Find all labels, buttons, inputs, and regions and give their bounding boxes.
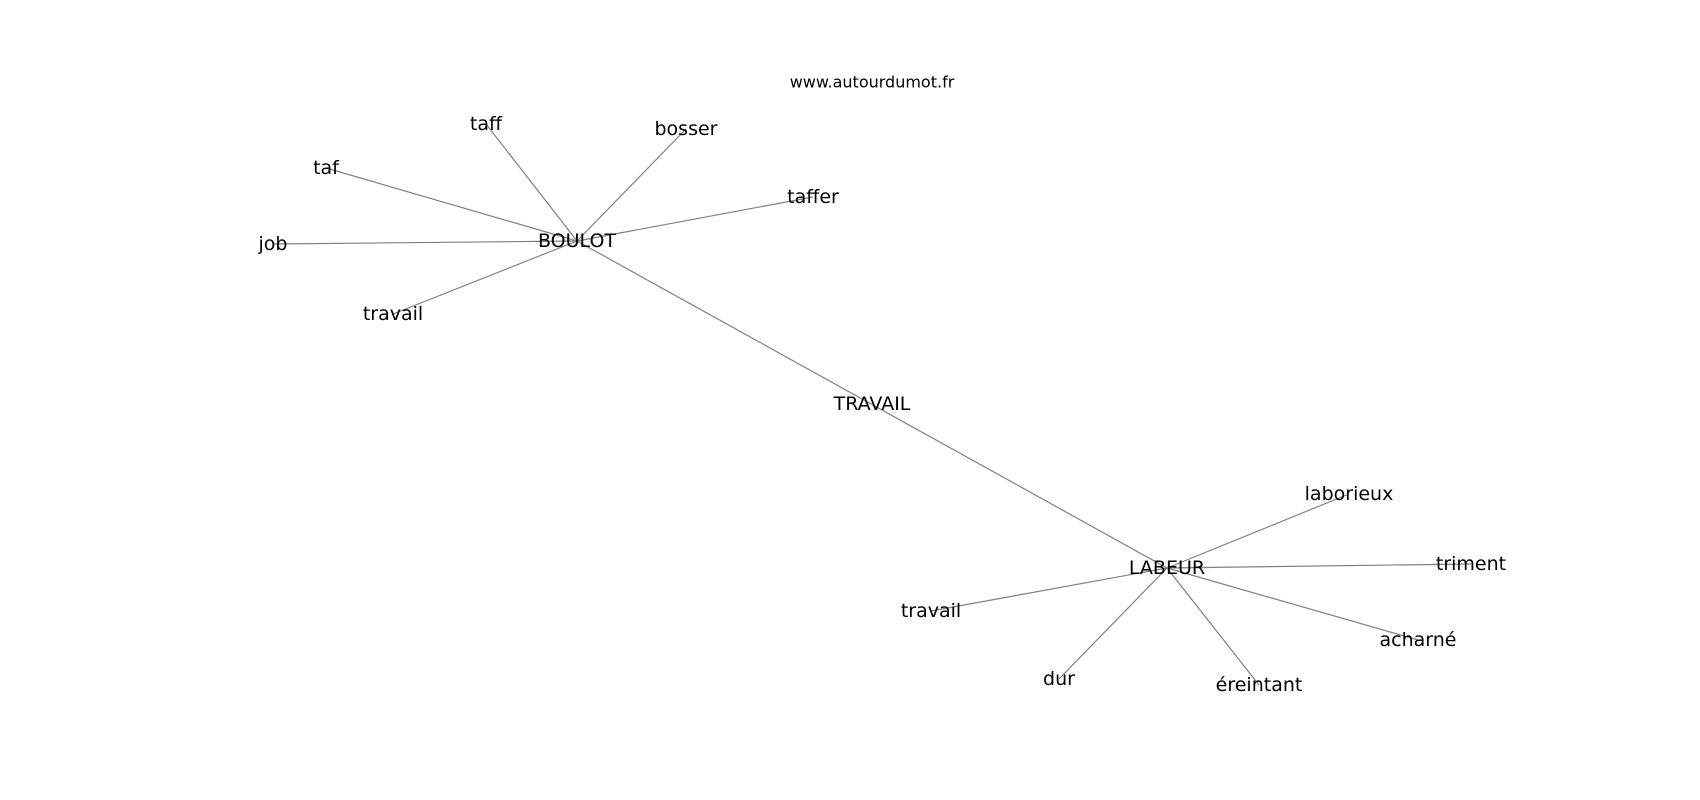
node-travail-l[interactable]: travail	[901, 600, 961, 622]
node-taff[interactable]: taff	[470, 113, 503, 135]
edge-boulot-travail_b	[392, 240, 578, 315]
edge-boulot-job	[272, 240, 578, 245]
graph-nodes: TRAVAIL BOULOT LABEUR taff bosser taf taffer jo…	[258, 113, 1507, 696]
edge-boulot-labeur	[576, 240, 1168, 569]
edge-boulot-taffer	[576, 196, 814, 242]
node-job[interactable]: job	[258, 233, 288, 255]
edge-labeur-ereintant	[1166, 567, 1260, 686]
edge-labeur-laborieux	[1166, 493, 1350, 569]
node-acharne[interactable]: acharné	[1380, 629, 1457, 651]
edge-labeur-dur	[1058, 567, 1168, 680]
node-laborieux[interactable]: laborieux	[1305, 483, 1394, 505]
graph-edges	[272, 123, 1472, 686]
edge-boulot-taf	[325, 167, 578, 242]
node-bosser[interactable]: bosser	[655, 118, 718, 140]
node-triment[interactable]: triment	[1436, 553, 1506, 575]
node-travail-b[interactable]: travail	[363, 303, 423, 325]
edge-boulot-bosser	[576, 128, 687, 242]
edge-boulot-taff	[485, 123, 578, 242]
node-taf[interactable]: taf	[313, 157, 340, 179]
node-taffer[interactable]: taffer	[787, 186, 839, 208]
node-ereintant[interactable]: éreintant	[1216, 674, 1303, 696]
node-dur[interactable]: dur	[1043, 668, 1075, 690]
edge-labeur-travail_l	[930, 567, 1168, 612]
edge-labeur-acharne	[1166, 567, 1419, 641]
edge-labeur-triment	[1166, 563, 1472, 569]
node-boulot[interactable]: BOULOT	[538, 230, 616, 252]
node-travail-center[interactable]: TRAVAIL	[833, 393, 911, 415]
site-watermark: www.autourdumot.fr	[790, 73, 955, 92]
node-labeur[interactable]: LABEUR	[1129, 557, 1205, 579]
